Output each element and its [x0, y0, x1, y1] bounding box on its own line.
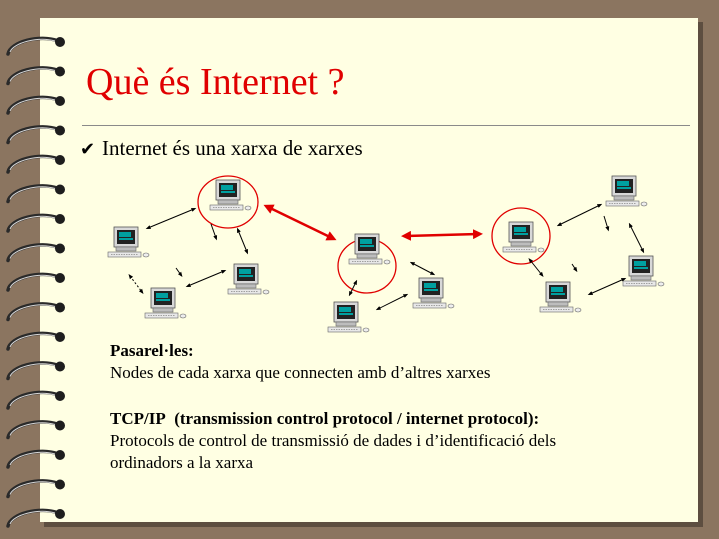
computer-icon — [348, 233, 391, 265]
computer-icon — [502, 221, 545, 253]
spiral-binding-ring-icon — [6, 361, 65, 381]
gateways-description: Nodes de cada xarxa que connecten amb d’… — [110, 363, 491, 382]
spiral-binding-ring-icon — [6, 479, 65, 499]
computer-icon — [209, 179, 252, 211]
spiral-binding-ring-icon — [6, 331, 65, 351]
spiral-binding-ring-icon — [6, 420, 65, 440]
computer-icon — [412, 277, 455, 309]
spiral-binding-ring-icon — [6, 390, 65, 410]
page-shadow-bottom — [44, 522, 703, 527]
spiral-binding-ring-icon — [6, 302, 65, 322]
tcpip-section: TCP/IP (transmission control protocol / … — [110, 408, 556, 474]
spiral-binding-ring-icon — [6, 213, 65, 233]
tcpip-term: TCP/IP — [110, 409, 166, 428]
tcpip-description-line2: ordinadors a la xarxa — [110, 453, 254, 472]
spiral-binding-ring-icon — [6, 272, 65, 292]
computer-icon — [327, 301, 370, 333]
tcpip-heading: TCP/IP (transmission control protocol / … — [110, 408, 556, 430]
spiral-binding-ring-icon — [6, 184, 65, 204]
bullet-text: Internet és una xarxa de xarxes — [102, 136, 363, 160]
spiral-binding-ring-icon — [6, 66, 65, 86]
page-shadow-right — [698, 22, 703, 526]
spiral-binding — [6, 36, 65, 528]
spiral-binding-ring-icon — [6, 449, 65, 469]
spiral-binding-ring-icon — [6, 154, 65, 174]
computer-icon — [107, 226, 150, 258]
computer-icon — [227, 263, 270, 295]
gateways-term: Pasarel·les: — [110, 341, 194, 360]
gateway-link-right — [401, 229, 483, 241]
bullet-item: ✔ Internet és una xarxa de xarxes — [80, 136, 363, 161]
slide-title: Què és Internet ? — [86, 61, 345, 103]
check-icon: ✔ — [80, 139, 96, 160]
computer-icon — [622, 255, 665, 287]
spiral-binding-ring-icon — [6, 508, 65, 528]
spiral-binding-ring-icon — [6, 125, 65, 145]
title-divider — [82, 125, 690, 126]
gateway-circle-left — [197, 175, 259, 229]
network-diagram — [107, 175, 665, 333]
spiral-binding-ring-icon — [6, 36, 65, 56]
tcpip-description-line1: Protocols de control de transmissió de d… — [110, 431, 557, 450]
slide-page: Què és Internet ? ✔ Internet és una xarxa… — [40, 18, 698, 522]
gateways-section: Pasarel·les: Nodes de cada xarxa que con… — [110, 340, 490, 384]
gateway-circle-right — [491, 207, 551, 265]
computer-icon — [605, 175, 648, 207]
computer-icon — [144, 287, 187, 319]
tcpip-expansion: (transmission control protocol / interne… — [174, 409, 540, 428]
spiral-binding-ring-icon — [6, 243, 65, 263]
spiral-binding-ring-icon — [6, 95, 65, 115]
computer-icon — [539, 281, 582, 313]
gateway-link-left — [263, 204, 337, 241]
